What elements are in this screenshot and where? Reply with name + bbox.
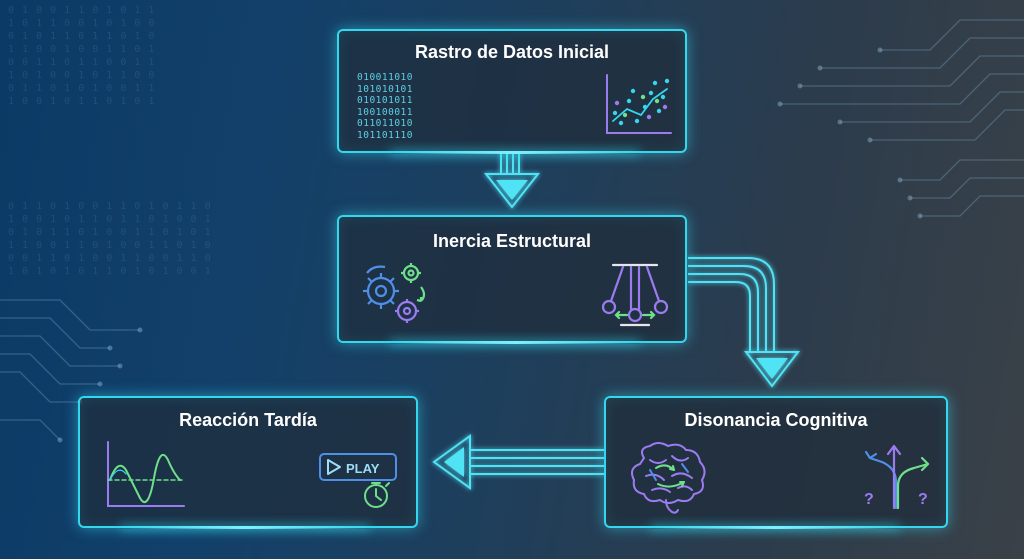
- wave-graph-icon: [107, 441, 185, 507]
- play-timer-icon: PLAY: [319, 453, 397, 508]
- node-structural-inertia-glow: [390, 341, 640, 344]
- play-label: PLAY: [346, 461, 380, 476]
- node-cognitive-dissonance-glow: [650, 526, 900, 529]
- node-late-reaction-glow: [120, 526, 370, 529]
- binary-data-icon: 010011010 101010101 010101011 100100011 …: [357, 72, 413, 141]
- scatter-trend-icon: [606, 74, 672, 134]
- background-binary-mid-left: 0 1 1 0 1 0 0 1 1 0 1 0 1 1 0 1 0 0 1 0 …: [8, 201, 212, 277]
- node-structural-inertia-title: Inercia Estructural: [432, 231, 592, 251]
- node-cognitive-dissonance-title: Disonancia Cognitiva: [684, 410, 868, 430]
- connector-elbow: [688, 257, 801, 388]
- node-initial-data-glow: [390, 151, 640, 154]
- svg-text:?: ?: [918, 491, 928, 508]
- connector-left: [432, 434, 604, 490]
- node-initial-data-title: Rastro de Datos Inicial: [414, 42, 610, 62]
- gears-icon: [363, 263, 426, 323]
- diverging-paths-icon: ? ?: [864, 444, 930, 510]
- background-binary-top-left: 0 1 0 0 1 1 0 1 0 1 1 1 0 1 1 0 0 1 0 1 …: [8, 5, 156, 107]
- connector-down-1: [483, 152, 541, 209]
- brain-icon: [631, 442, 706, 514]
- node-structural-inertia: Inercia Estructural: [337, 215, 687, 343]
- node-cognitive-dissonance: Disonancia Cognitiva ? ?: [604, 396, 948, 528]
- node-late-reaction-title: Reacción Tardía: [179, 410, 317, 430]
- node-initial-data: Rastro de Datos Inicial 010011010 101010…: [337, 29, 687, 153]
- pendulum-icon: [601, 263, 669, 327]
- svg-text:?: ?: [864, 491, 874, 508]
- node-late-reaction: Reacción Tardía PLAY: [78, 396, 418, 528]
